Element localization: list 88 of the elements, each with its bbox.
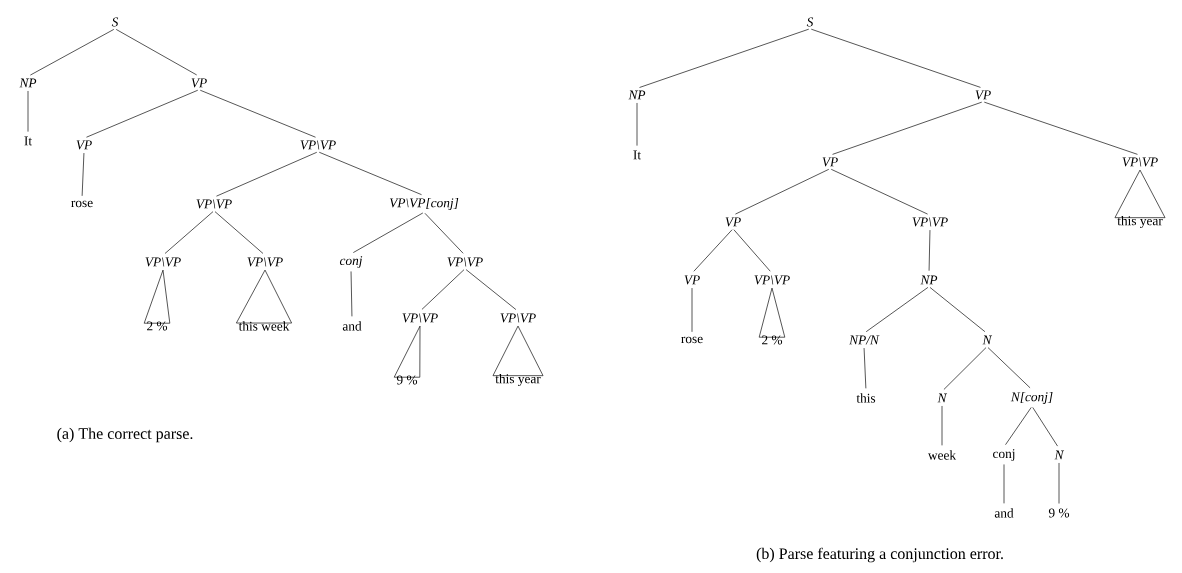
phrase: 9 % xyxy=(396,375,418,385)
word: and xyxy=(342,321,362,331)
category-label: VP\VP xyxy=(300,140,336,150)
branch-line xyxy=(1005,407,1032,446)
category-label: VP\VP[conj] xyxy=(389,197,459,211)
word: rose xyxy=(681,336,703,344)
category-label: N xyxy=(937,393,948,403)
category-label: S xyxy=(111,17,119,27)
branch-line xyxy=(830,168,928,215)
category-label: NP xyxy=(628,90,646,100)
category-label: VP\VP xyxy=(247,257,283,267)
category-label: N[conj] xyxy=(1010,391,1053,405)
category-label: VP\VP xyxy=(402,313,438,323)
branch-line xyxy=(1003,464,1005,504)
branch-line xyxy=(639,28,810,88)
word: 9 % xyxy=(1048,508,1070,518)
category-label: N xyxy=(982,335,993,345)
category-label: S xyxy=(806,17,814,27)
category-label: VP xyxy=(684,275,700,285)
category-label: VP\VP xyxy=(500,313,536,323)
branch-line xyxy=(636,102,638,146)
category-label: VP\VP xyxy=(754,275,790,285)
branch-line xyxy=(943,347,987,390)
category-label: VP xyxy=(822,157,838,167)
branch-line xyxy=(199,89,316,138)
word: conj xyxy=(993,449,1015,461)
branch-line xyxy=(691,287,693,333)
branch-line xyxy=(735,168,830,215)
category-label: VP xyxy=(725,217,741,227)
branch-line xyxy=(30,29,115,76)
category-label: VP\VP xyxy=(1122,157,1158,167)
phrase: 2 % xyxy=(147,321,168,331)
category-label: VP\VP xyxy=(447,257,483,267)
word: this xyxy=(856,393,876,403)
category-label: N xyxy=(1054,450,1065,460)
branch-line xyxy=(1058,462,1060,504)
branch-line xyxy=(350,271,353,317)
branch-line xyxy=(164,211,214,254)
branch-line xyxy=(941,405,943,446)
caption: (a) The correct parse. xyxy=(57,427,193,443)
category-label: NP xyxy=(920,275,938,285)
branch-line xyxy=(465,269,517,310)
phrase: this week xyxy=(238,321,290,331)
branch-line xyxy=(318,151,422,195)
branch-line xyxy=(863,347,867,389)
triangle-branch xyxy=(393,325,421,378)
phrase: 2 % xyxy=(762,335,783,345)
category-label: VP xyxy=(975,90,991,100)
branch-line xyxy=(928,229,931,272)
word: and xyxy=(994,508,1014,518)
branch-line xyxy=(987,347,1031,389)
branch-line xyxy=(27,90,29,132)
caption: (b) Parse featuring a conjunction error. xyxy=(756,547,1003,563)
triangle-branch xyxy=(143,269,171,324)
word: It xyxy=(24,136,32,146)
word: It xyxy=(633,150,641,160)
branch-line xyxy=(424,212,464,254)
branch-line xyxy=(865,287,929,333)
branch-line xyxy=(81,152,85,197)
category-label: VP\VP xyxy=(912,217,948,227)
branch-line xyxy=(733,229,771,272)
branch-line xyxy=(983,101,1138,155)
phrase: this year xyxy=(495,373,541,387)
triangle-branch xyxy=(1114,169,1166,218)
triangle-branch xyxy=(758,287,786,338)
branch-line xyxy=(810,28,981,88)
category-label: VP\VP xyxy=(145,257,181,267)
branch-line xyxy=(115,29,198,76)
triangle-branch xyxy=(492,325,544,376)
branch-line xyxy=(421,269,465,310)
branch-line xyxy=(216,151,318,197)
branch-line xyxy=(693,229,733,272)
branch-line xyxy=(353,212,424,253)
word: week xyxy=(927,450,957,460)
category-label: VP xyxy=(191,78,207,88)
branch-line xyxy=(929,287,986,333)
category-label: conj xyxy=(339,256,363,268)
branch-line xyxy=(1032,407,1058,447)
category-label: NP xyxy=(19,78,37,88)
category-label: VP xyxy=(76,140,92,150)
branch-line xyxy=(214,211,264,254)
phrase: this year xyxy=(1117,215,1163,229)
branch-line xyxy=(86,89,199,138)
word: rose xyxy=(71,200,93,208)
branch-line xyxy=(832,101,983,155)
category-label: VP\VP xyxy=(196,199,232,209)
category-label: NP/N xyxy=(849,335,880,345)
triangle-branch xyxy=(236,269,292,324)
